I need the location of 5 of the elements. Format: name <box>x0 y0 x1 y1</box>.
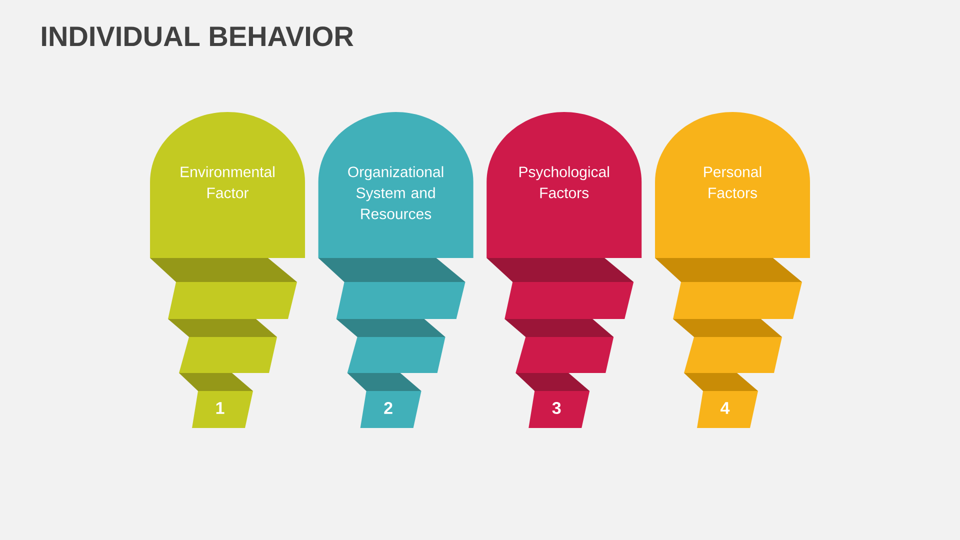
step-number: 3 <box>552 402 561 414</box>
title: INDIVIDUAL BEHAVIOR <box>42 26 354 46</box>
step-number: 2 <box>384 402 392 414</box>
step-number: 4 <box>720 402 730 414</box>
step-number: 1 <box>216 402 224 414</box>
